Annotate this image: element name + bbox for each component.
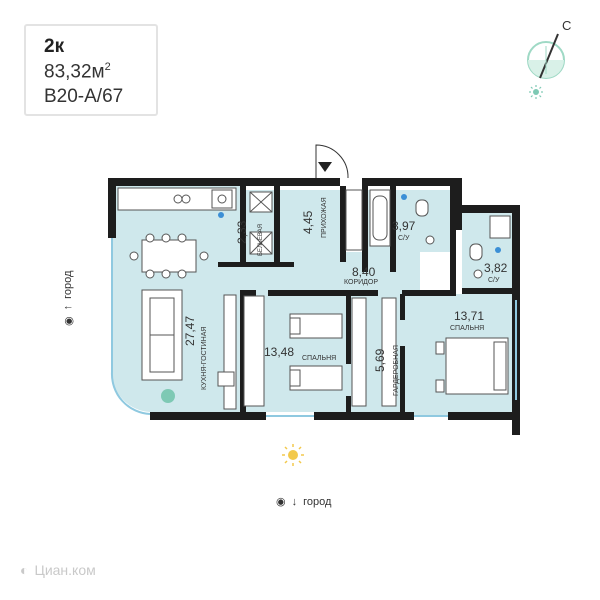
- hallway-name: ПРИХОЖАЯ: [321, 197, 328, 238]
- bed-1: [289, 313, 343, 391]
- watermark-text: Циан.ком: [34, 562, 96, 578]
- cian-logo-icon: ◐: [20, 562, 29, 578]
- kitchen-name: КУХНЯ-ГОСТИНАЯ: [201, 327, 208, 390]
- eye-icon: ◉: [62, 316, 75, 326]
- room-count: 2к: [44, 36, 65, 57]
- corridor-name: КОРИДОР: [344, 279, 378, 286]
- washing-machine: [249, 191, 273, 255]
- eye-icon: ◉: [276, 496, 286, 508]
- apartment-info-card: 2к 83,32м2 В20-А/67: [24, 24, 158, 116]
- balcony-area: 2,33: [235, 220, 249, 244]
- view-bottom-label: ◉ ↓ город: [276, 495, 332, 509]
- water-drop-icon: [401, 194, 407, 200]
- bed-2: [435, 337, 509, 395]
- entrance-door-icon: [315, 144, 349, 179]
- bedroom1-name: СПАЛЬНЯ: [302, 355, 336, 362]
- plant-icon: [161, 389, 175, 403]
- kitchen-area: 27,47: [183, 316, 197, 346]
- wardrobe-racks: [351, 297, 397, 407]
- water-drop-icon: [218, 212, 224, 218]
- sun-icon: [282, 444, 304, 466]
- apartment-code: В20-А/67: [44, 86, 124, 107]
- wardrobe-area: 5,69: [373, 348, 387, 372]
- view-left-label: ◉ ↑ город: [60, 256, 76, 326]
- desk: [217, 294, 237, 410]
- bedroom1-closet: [243, 295, 265, 407]
- walls: [108, 178, 520, 435]
- bath2-area: 3,82: [484, 261, 508, 275]
- arrow-down-icon: ↓: [291, 495, 298, 508]
- windows: [110, 238, 517, 417]
- sun-small-icon: [529, 85, 543, 99]
- corridor-area: 8,40: [352, 265, 376, 279]
- hallway-area: 4,45: [301, 210, 315, 234]
- shower: [469, 215, 511, 279]
- compass-north-label: С: [562, 18, 571, 33]
- watermark: ◐ Циан.ком: [20, 562, 96, 578]
- arrow-up-icon: ↑: [62, 304, 74, 311]
- toilet-1: [415, 199, 435, 245]
- bath2-name: С/У: [488, 277, 500, 284]
- kitchen-counter: [117, 187, 237, 211]
- balcony-name: БЕЛЬЕВАЯ: [258, 224, 264, 256]
- bedroom2-name: СПАЛЬНЯ: [450, 325, 484, 332]
- wardrobe-name: ГАРДЕРОБНАЯ: [393, 345, 400, 396]
- hallway-wardrobe: [345, 189, 363, 251]
- bathtub: [369, 189, 391, 247]
- view-left-text: город: [62, 270, 74, 299]
- total-area: 83,32м2: [44, 61, 111, 83]
- bedroom2-area: 13,71: [454, 309, 484, 323]
- dining-table: [129, 233, 209, 279]
- bath1-name: С/У: [398, 235, 410, 242]
- view-bottom-text: город: [303, 495, 332, 508]
- sofa: [141, 289, 183, 381]
- water-drop-icon: [495, 247, 501, 253]
- compass-icon: С: [527, 18, 571, 99]
- bedroom1-area: 13,48: [264, 345, 294, 359]
- bath1-area: 3,97: [392, 219, 416, 233]
